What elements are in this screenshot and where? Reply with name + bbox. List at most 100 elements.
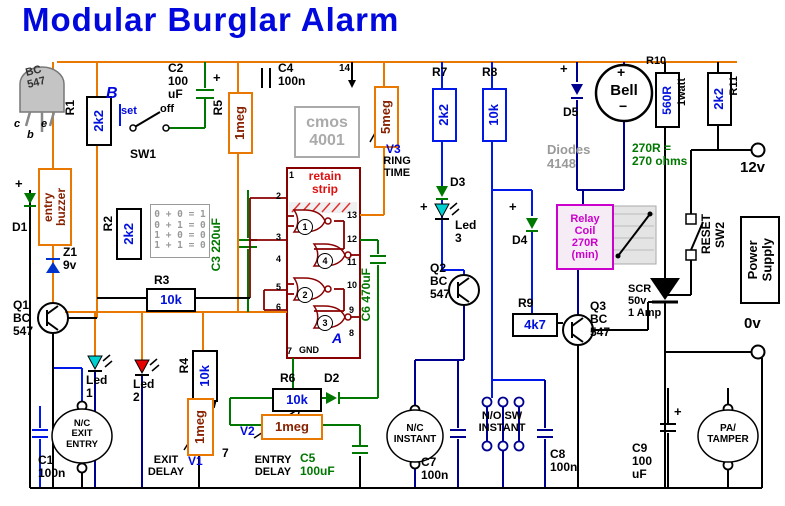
gate-1-number: 1 — [297, 219, 313, 235]
nc-exit-entry-loop — [51, 408, 113, 464]
ic-pin5: 5 — [276, 282, 282, 292]
to92-package-icon — [19, 66, 65, 132]
sw2-symbol — [685, 213, 704, 261]
scr-label: SCR 50v 1 Amp — [628, 283, 662, 319]
resistor-r10-ref: R10 — [646, 55, 667, 67]
capacitor-c9-plus: + — [674, 404, 682, 419]
page-title: Modular Burglar Alarm — [22, 1, 400, 38]
capacitor-c6-label: C6 470uF — [359, 268, 373, 322]
logic-row: 0 + 0 = 1 — [154, 209, 206, 221]
resistor-r7: 2k2 — [432, 88, 457, 142]
power-supply-label: Power Supply — [744, 238, 774, 282]
capacitor-c8-label: C8 100n — [550, 447, 578, 474]
resistor-r5: 1meg — [228, 92, 253, 154]
resistor-r10-rating: 1watt — [676, 78, 688, 107]
entry-delay-caption: ENTRY DELAY — [254, 454, 292, 478]
pin14-arrow-icon — [348, 80, 356, 88]
pot-v1: 1meg — [187, 398, 214, 456]
ohms-note: 270R = 270 ohms — [632, 141, 688, 168]
bell-label: Bell — [610, 82, 638, 99]
pot-v2: 1meg — [261, 414, 323, 440]
bell-minus: − — [619, 98, 628, 114]
resistor-r3-ref: R3 — [154, 273, 170, 287]
diode-d5-ref: D5 — [563, 105, 579, 119]
diode-d3-plus: + — [420, 199, 428, 214]
resistor-r3-value: 10k — [160, 291, 182, 307]
diode-d1-icon — [24, 193, 36, 207]
diode-d5-plus: + — [560, 61, 568, 76]
diode-d2-ref: D2 — [324, 371, 340, 385]
ic-pin13: 13 — [347, 210, 358, 220]
pot-v2-ref: V2 — [240, 424, 255, 438]
exit-delay-caption: EXIT DELAY — [147, 454, 185, 478]
entry-buzzer-box: entry buzzer — [38, 168, 72, 246]
logic-row: 1 + 1 = 0 — [154, 240, 206, 252]
led2-label: Led 2 — [133, 377, 155, 404]
resistor-r9: 4k7 — [512, 313, 558, 337]
pot-ring-value: 5meg — [378, 100, 394, 134]
gate-4-number: 4 — [317, 253, 333, 269]
pot-ring-time: 5meg — [374, 86, 399, 148]
zener-z1-icon — [46, 258, 60, 273]
diode-d3-icon — [436, 186, 448, 200]
ic-pin10: 10 — [347, 280, 358, 290]
logic-row: 1 + 0 = 0 — [154, 230, 206, 241]
node-a-label: A — [332, 330, 343, 346]
capacitor-c3-label: C3 220uF — [209, 218, 223, 272]
resistor-r9-value: 4k7 — [524, 316, 546, 332]
resistor-r10-value: 560R — [659, 85, 674, 115]
transistor-q2-label: Q2 BC 547 — [430, 261, 451, 301]
nc-instant-label: N/C INSTANT — [393, 423, 437, 445]
resistor-r11-ref: R11 — [728, 76, 740, 96]
ic-pin1: 1 — [289, 170, 295, 180]
scr-symbol — [650, 278, 680, 304]
ic-pin9: 9 — [349, 305, 355, 315]
resistor-r1: 2k2 — [86, 96, 112, 146]
wires-green — [169, 62, 386, 454]
bell-plus: + — [617, 64, 626, 80]
logic-row: 0 + 1 = 0 — [154, 219, 206, 231]
resistor-r1-ref: R1 — [63, 100, 77, 116]
diode-d4-plus: + — [509, 199, 517, 214]
package-pin-c: c — [14, 118, 21, 130]
ic-name: cmos 4001 — [306, 114, 348, 149]
led2-icon — [134, 358, 160, 376]
diodes-4148-note: Diodes 4148 — [547, 142, 591, 172]
resistor-r2-value: 2k2 — [120, 223, 136, 245]
no-sw-instant-label: N/O SW INSTANT — [478, 410, 526, 434]
resistor-r11-value: 2k2 — [711, 88, 727, 110]
pa-tamper-label: PA/ TAMPER — [707, 423, 749, 445]
sw1-ref: SW1 — [130, 147, 157, 161]
relay-contact-symbol — [611, 205, 657, 265]
pot-v3-ref: V3 — [386, 142, 401, 156]
capacitor-c4-label: C4 100n — [278, 61, 306, 88]
retain-strip-hatch — [291, 202, 351, 213]
terminal-0v — [750, 344, 766, 360]
sw1-set-label: set — [121, 105, 137, 117]
diode-d4-icon — [526, 218, 538, 232]
ring-time-caption: RING TIME — [383, 155, 411, 179]
resistor-r7-ref: R7 — [432, 65, 448, 79]
package-pin-b: b — [27, 129, 34, 141]
resistor-r9-ref: R9 — [518, 296, 534, 310]
wires-maroon — [249, 197, 360, 318]
logic-table: 0 + 0 = 1 0 + 1 = 0 1 + 0 = 0 1 + 1 = 0 — [150, 204, 210, 258]
diode-d2-icon — [326, 392, 340, 404]
ic-pin3: 3 — [276, 232, 282, 242]
capacitor-c5-label: C5 100uF — [300, 451, 335, 478]
reset-label: RESET — [699, 214, 713, 255]
resistor-r6-ref: R6 — [280, 371, 296, 385]
diode-d5-icon — [571, 84, 583, 99]
ic-gnd-label: GND — [299, 345, 319, 355]
capacitor-c2-label: C2 100 uF — [168, 61, 189, 101]
pa-tamper-loop — [697, 409, 759, 463]
transistor-q3-icon — [562, 314, 594, 346]
resistor-r8-ref: R8 — [482, 65, 498, 79]
capacitor-c7-label: C7 100n — [421, 455, 449, 482]
diode-d1-plus: + — [15, 176, 23, 191]
sw1-symbol — [129, 111, 170, 132]
rail-12v-label: 12v — [740, 159, 766, 176]
resistor-r5-ref: R5 — [211, 100, 225, 116]
wires-navy — [94, 62, 625, 488]
wires-black — [29, 62, 763, 489]
